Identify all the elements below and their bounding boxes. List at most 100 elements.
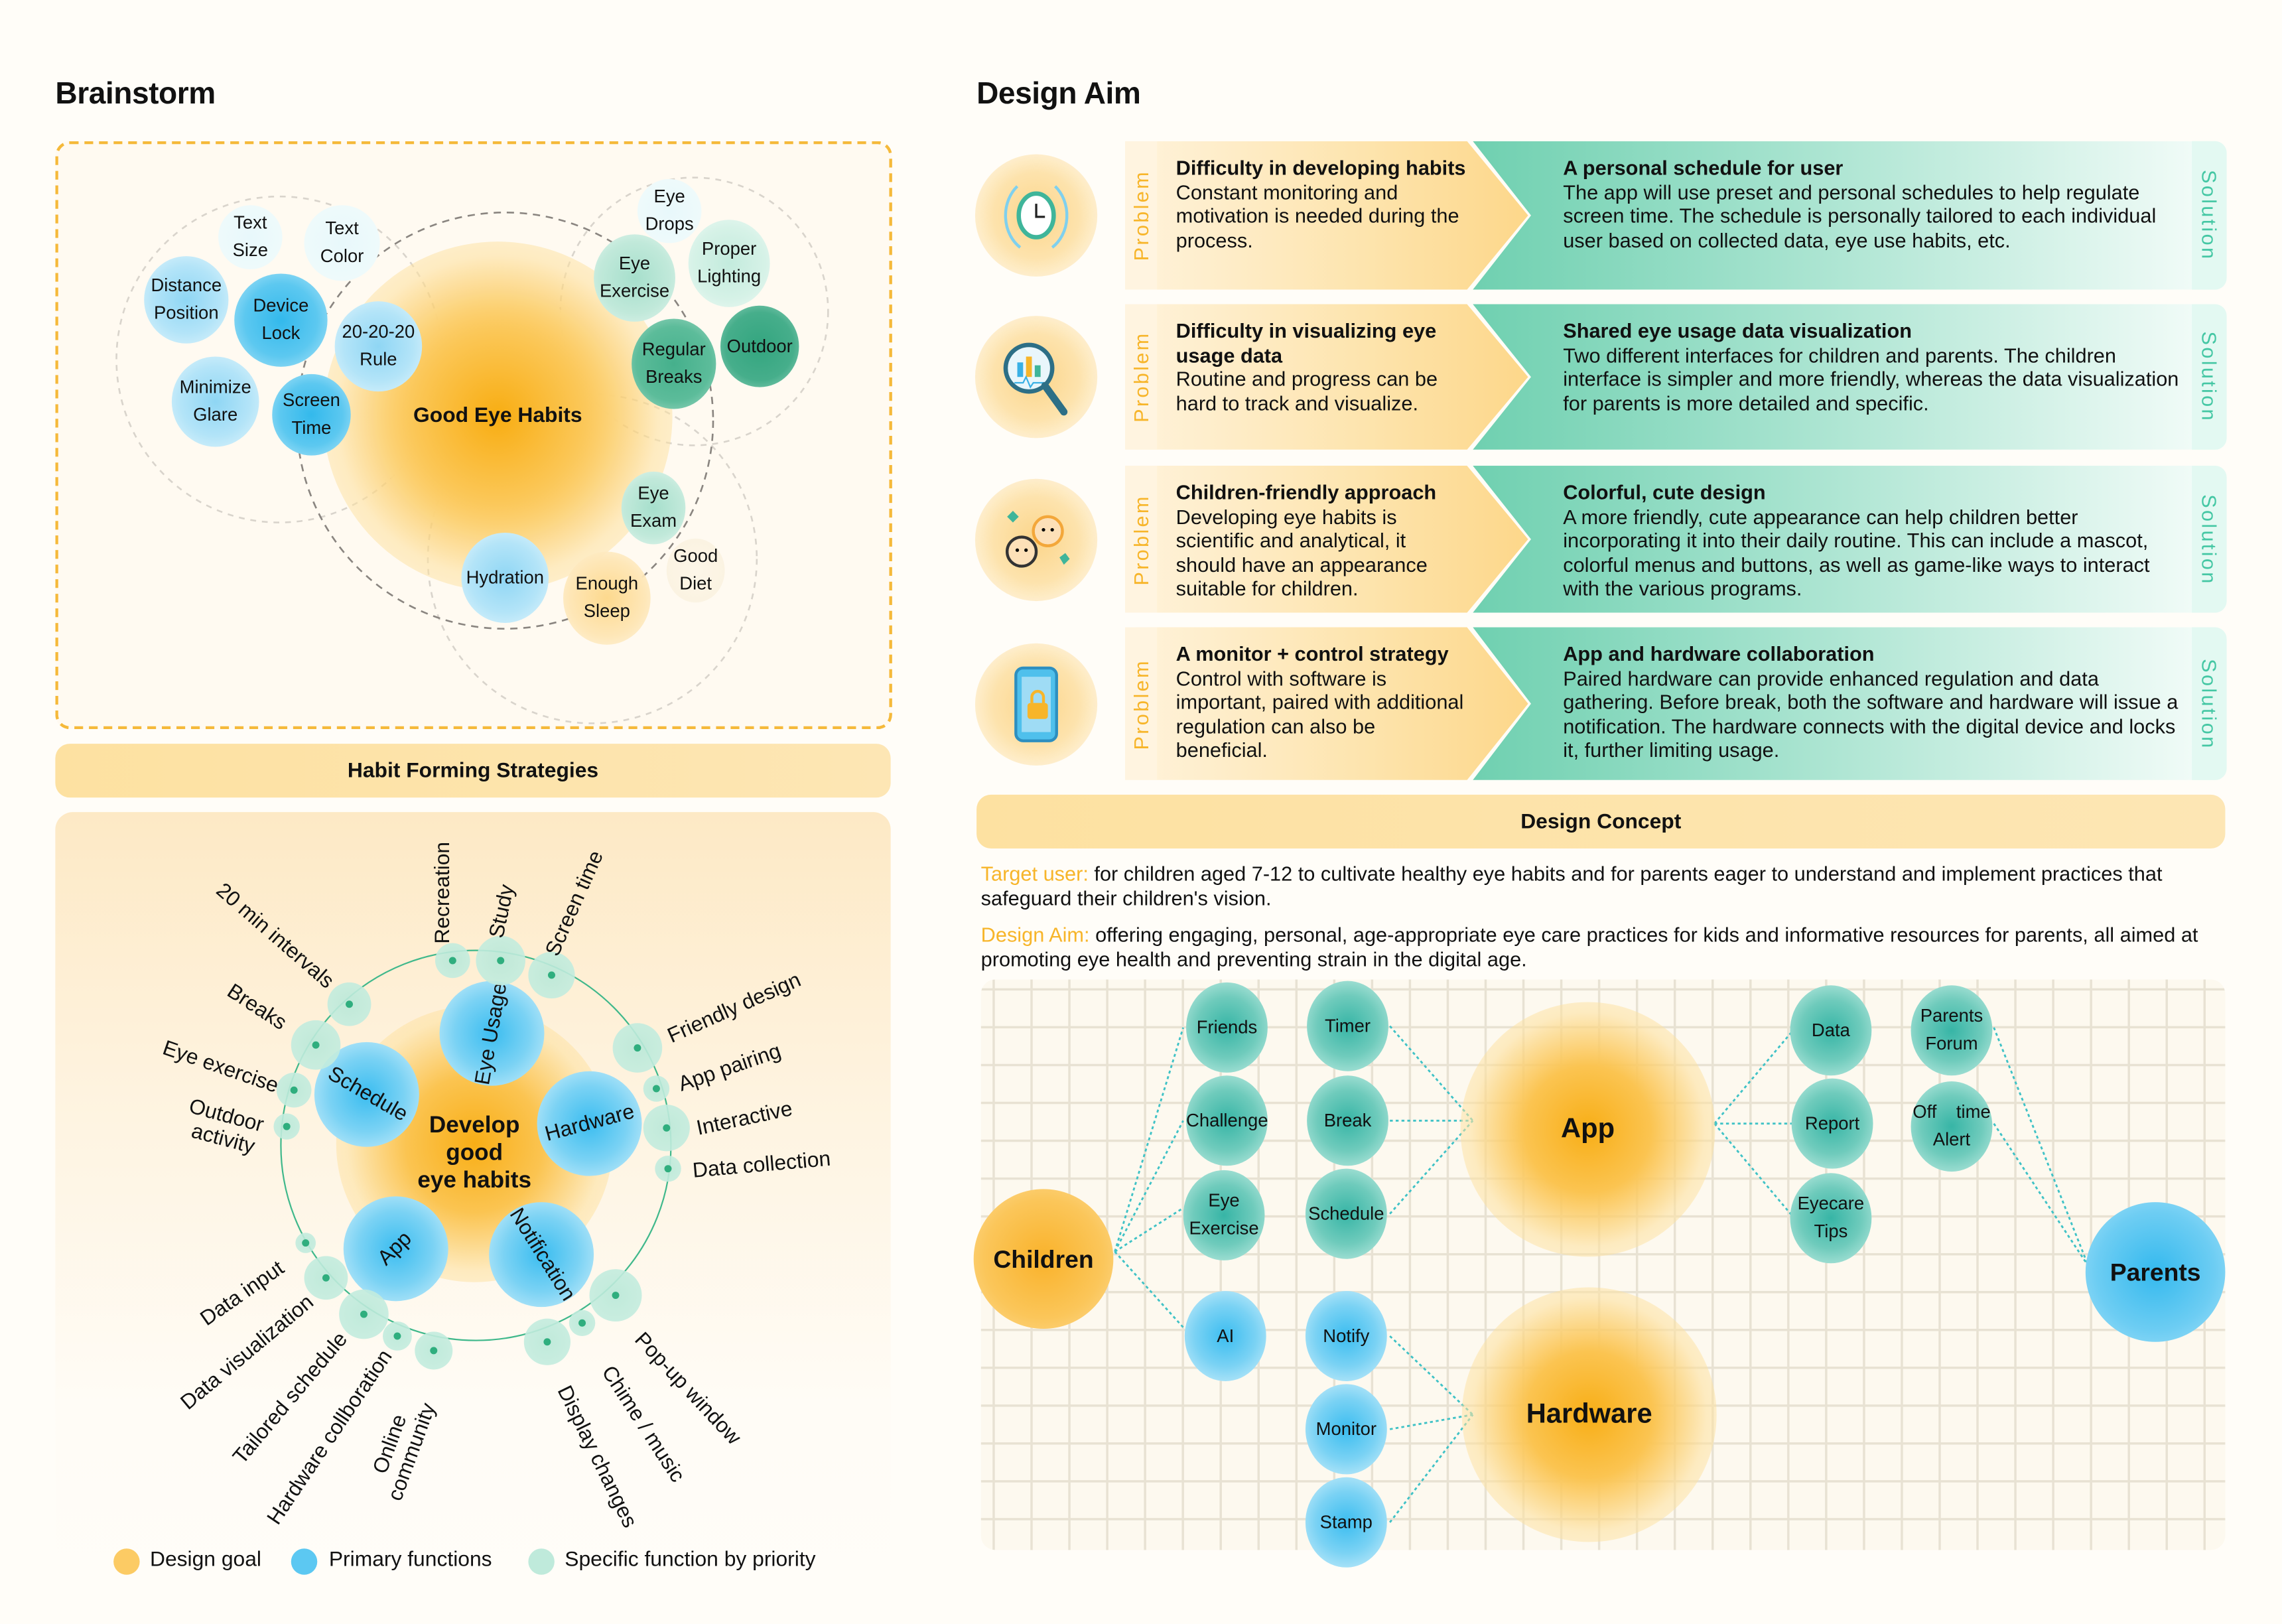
solution-strip [2191,141,2227,290]
legend-primary-functions: Primary functions [328,1548,492,1572]
concept-node-label: Break [1323,1109,1372,1130]
concept-node-label: Monitor [1315,1418,1377,1439]
concept-node-label: Eye Exercise [1189,1190,1259,1239]
solution-box [1473,304,2192,450]
bubble-outdoor: Outdoor [720,305,799,387]
clock-cycle-icon [974,154,1098,277]
concept-node-notify: Notify [1305,1290,1387,1381]
concept-node-report: Report [1791,1078,1873,1169]
good-eye-habits-bubble: Good Eye Habits [373,292,622,540]
specific-node-dot [543,1338,551,1346]
solution-strip [2191,304,2227,450]
specific-node-dot [547,971,555,979]
target-user-text: Target user: for children aged 7-12 to c… [980,861,2163,910]
specific-node-dot [393,1332,401,1340]
concept-node-eyecare-tips: Eyecare Tips [1790,1173,1872,1264]
concept-node-label: Off time Alert [1913,1101,1991,1150]
concept-node-friends: Friends [1186,982,1268,1073]
concept-node-label: Eyecare Tips [1797,1193,1865,1242]
design-concept-bar: Design Concept [976,794,2226,849]
solution-strip [2191,466,2227,613]
problem-text: Difficulty in visualizing eye usage data… [1175,318,1438,415]
solution-box [1473,141,2192,290]
concept-node-break: Break [1307,1075,1388,1166]
problem-box [1125,628,1528,780]
children-faces-icon [974,478,1098,600]
concept-node-parents-forum: Parents Forum [1911,985,1993,1076]
concept-node-label: Report [1804,1113,1860,1133]
legend-design-goal-swatch [113,1548,140,1575]
problem-box [1125,466,1528,613]
concept-node-data: Data [1790,985,1872,1076]
concept-children-node: Children [973,1189,1114,1329]
specific-node-dot [322,1274,330,1282]
concept-node-label: Data [1811,1019,1850,1040]
brainstorm-title: Brainstorm [55,77,216,111]
concept-node-label: Stamp [1319,1511,1373,1532]
problem-box [1125,304,1528,450]
specific-node-dot [612,1292,620,1300]
specific-node-dot [634,1044,641,1052]
design-aim-title: Design Aim [976,77,1141,111]
concept-node-timer: Timer [1307,981,1388,1071]
concept-node-schedule: Schedule [1305,1168,1387,1259]
bubble-hydration: Hydration [461,532,549,623]
solution-box [1473,627,2192,780]
problem-box [1125,141,1528,290]
primary-app: App [343,1196,448,1302]
primary-eye-usage: Eye Usage [439,981,545,1086]
specific-node-dot [497,957,505,965]
habit-forming-strategies-bar: Habit Forming Strategies [55,744,891,798]
specific-node-dot [312,1041,320,1049]
concept-parents-node: Parents [2085,1202,2226,1342]
legend-design-goal: Design goal [149,1548,261,1572]
legend-specific-swatch [528,1548,555,1575]
concept-node-label: Friends [1196,1016,1258,1038]
legend-specific-function: Specific function by priority [565,1548,816,1572]
concept-app-node: App [1460,1002,1715,1257]
concept-node-ai: AI [1184,1290,1266,1381]
concept-node-off-time-alert: Off time Alert [1911,1081,1993,1172]
solution-box [1473,466,2192,613]
concept-node-eye-exercise: Eye Exercise [1183,1170,1265,1260]
concept-node-stamp: Stamp [1305,1477,1387,1568]
specific-node-dot [578,1319,586,1327]
specific-node-dot [664,1165,672,1173]
concept-node-label: Notify [1323,1325,1370,1346]
specific-node-dot [290,1086,298,1094]
specific-node-dot [448,957,456,965]
specific-node-dot [430,1347,438,1355]
design-aim-text: Design Aim: offering engaging, personal,… [980,922,2198,971]
solution-strip [2191,627,2227,780]
magnifier-chart-icon [974,316,1098,439]
phone-lock-icon [974,642,1098,765]
specific-node-dot [302,1239,310,1247]
concept-node-label: Parents Forum [1920,1005,1983,1054]
specific-node-dot [652,1085,660,1093]
concept-node-label: Challenge [1186,1109,1268,1130]
concept-node-label: Schedule [1308,1203,1384,1223]
specific-node-dot [346,1000,354,1008]
concept-node-challenge: Challenge [1186,1075,1268,1166]
primary-notification: Notification [489,1202,594,1308]
